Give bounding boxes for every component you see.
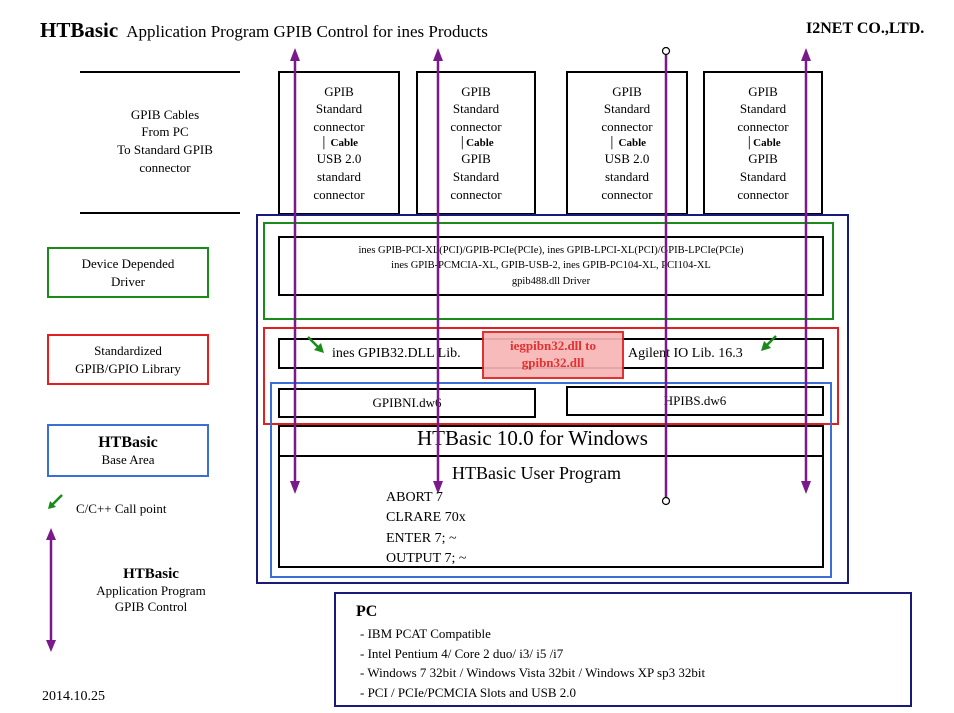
- legend-app-program: HTBasic Application Program GPIB Control: [76, 560, 226, 620]
- cables-line-1: GPIB Cables: [130, 106, 200, 122]
- legend-app-line-1: Application Program: [96, 582, 206, 598]
- legend-base-area-title: HTBasic: [98, 433, 158, 451]
- legend-std-library: Standardized GPIB/GPIO Library: [47, 334, 209, 385]
- date-label: 2014.10.25: [42, 689, 105, 704]
- connector-1-line-5: standard: [316, 168, 362, 184]
- htbasic-user-program-label: HTBasic User Program: [452, 463, 621, 483]
- legend-device-driver: Device Depended Driver: [47, 247, 209, 298]
- header-title: Application Program GPIB Control for ine…: [126, 22, 488, 41]
- htbasic-windows-label: HTBasic 10.0 for Windows: [417, 426, 648, 450]
- ines-lib-label: ines GPIB32.DLL Lib.: [332, 346, 461, 361]
- cable-top-line: [80, 71, 240, 73]
- pc-item-2: - Intel Pentium 4/ Core 2 duo/ i3/ i5 /i…: [360, 645, 564, 661]
- system-frame: [256, 214, 849, 584]
- pc-title: PC: [356, 603, 378, 620]
- legend-call-point-arrow: [46, 492, 66, 512]
- header-brand: HTBasic: [40, 18, 119, 42]
- arrow-col-2: [433, 48, 443, 494]
- cables-line-4: connector: [139, 159, 191, 175]
- agilent-lib-label: Agilent IO Lib. 16.3: [628, 346, 743, 361]
- legend-device-driver-line-1: Device Depended: [81, 255, 175, 271]
- header: HTBasic Application Program GPIB Control…: [40, 18, 600, 48]
- connector-4-line-2: Standard: [739, 101, 787, 117]
- program-line-3: ENTER 7; ~: [386, 530, 457, 546]
- connector-3-line-5: standard: [604, 168, 650, 184]
- legend-std-library-line-2: GPIB/GPIO Library: [75, 360, 181, 376]
- cable-bottom-line: [80, 212, 240, 214]
- legend-std-library-line-1: Standardized: [94, 342, 162, 358]
- legend-base-area-sub: Base Area: [101, 451, 155, 467]
- htbasic-divider: [278, 455, 824, 457]
- connector-4-line-4: GPIB: [748, 151, 778, 167]
- program-listing: ABORT 7 CLRARE 70x ENTER 7; ~ OUTPUT 7; …: [386, 488, 466, 569]
- connector-1-line-6: connector: [313, 186, 365, 202]
- cables-label: GPIB Cables From PC To Standard GPIB con…: [90, 96, 240, 186]
- connector-box-3: GPIB Standard connector │ Cable USB 2.0 …: [566, 71, 688, 215]
- program-line-2: CLRARE 70x: [386, 510, 466, 526]
- connector-4-line-1: GPIB: [748, 83, 778, 99]
- program-line-4: OUTPUT 7; ~: [386, 550, 467, 566]
- pc-item-1: - IBM PCAT Compatible: [360, 626, 491, 641]
- connector-2-line-1: GPIB: [461, 83, 491, 99]
- pc-item-4: - PCI / PCIe/PCMCIA Slots and USB 2.0: [360, 684, 576, 700]
- connector-2-line-6: connector: [450, 186, 502, 202]
- connector-1-line-4: USB 2.0: [316, 151, 362, 167]
- call-point-arrow-left: [307, 336, 324, 353]
- library-group: [263, 327, 839, 425]
- driver-line-1: ines GPIB-PCI-XL(PCI)/GPIB-PCIe(PCIe), i…: [358, 245, 744, 257]
- dll-rename-line-2: gpibn32.dll: [521, 355, 585, 370]
- driver-box: ines GPIB-PCI-XL(PCI)/GPIB-PCIe(PCIe), i…: [278, 236, 824, 296]
- cables-line-2: From PC: [141, 124, 189, 140]
- connector-2-cable: │Cable: [458, 136, 494, 149]
- legend-call-point-label: C/C++ Call point: [76, 501, 167, 516]
- arrow-col-4: [801, 48, 811, 494]
- legend-app-arrow: [46, 528, 56, 652]
- dll-rename-overlay: iegpibn32.dll to gpibn32.dll: [482, 331, 624, 379]
- cables-line-3: To Standard GPIB: [117, 142, 213, 157]
- connector-2-line-4: GPIB: [461, 151, 491, 167]
- connector-4-line-3: connector: [737, 119, 789, 135]
- connector-3-line-1: GPIB: [612, 83, 642, 99]
- connector-4-line-5: Standard: [739, 168, 787, 184]
- hpibs-dw6-box: HPIBS.dw6: [566, 386, 824, 416]
- connector-4-line-6: connector: [737, 186, 789, 202]
- connector-3-line-2: Standard: [603, 101, 651, 117]
- legend-device-driver-line-2: Driver: [111, 273, 145, 289]
- connector-3-line-3: connector: [601, 119, 653, 135]
- gpibni-dw6-label: GPIBNI.dw6: [372, 395, 442, 411]
- connector-box-2: GPIB Standard connector │Cable GPIB Stan…: [416, 71, 536, 215]
- connector-4-cable: │Cable: [745, 136, 781, 149]
- connector-1-line-3: connector: [313, 119, 365, 135]
- connector-2-line-2: Standard: [452, 101, 500, 117]
- connector-3-cable: │ Cable: [607, 136, 647, 149]
- call-point-arrow-right: [761, 335, 777, 351]
- connector-3-line-6: connector: [601, 186, 653, 202]
- arrow-col-1: [290, 48, 300, 494]
- program-line-1: ABORT 7: [386, 490, 443, 505]
- base-area-group: [270, 382, 832, 578]
- connector-2-line-5: Standard: [452, 168, 500, 184]
- connector-box-1: GPIB Standard connector │ Cable USB 2.0 …: [278, 71, 400, 215]
- arrow-col-3: [661, 46, 671, 506]
- hpibs-dw6-label: HPIBS.dw6: [663, 393, 727, 409]
- connector-2-line-3: connector: [450, 119, 502, 135]
- connector-3-line-4: USB 2.0: [604, 151, 650, 167]
- gpibni-dw6-box: GPIBNI.dw6: [278, 388, 536, 418]
- legend-app-line-2: GPIB Control: [114, 598, 188, 614]
- connector-1-line-2: Standard: [315, 101, 363, 117]
- legend-base-area: HTBasic Base Area: [47, 424, 209, 477]
- driver-line-3: gpib488.dll Driver: [511, 275, 591, 287]
- connector-box-4: GPIB Standard connector │Cable GPIB Stan…: [703, 71, 823, 215]
- pc-box: PC - IBM PCAT Compatible - Intel Pentium…: [334, 592, 912, 707]
- driver-group: [263, 222, 834, 320]
- connector-1-cable: │ Cable: [319, 136, 359, 149]
- connector-1-line-1: GPIB: [324, 83, 354, 99]
- driver-line-2: ines GPIB-PCMCIA-XL, GPIB-USB-2, ines GP…: [391, 260, 711, 272]
- pc-item-3: - Windows 7 32bit / Windows Vista 32bit …: [360, 665, 706, 680]
- legend-app-title: HTBasic: [123, 565, 179, 582]
- dll-rename-line-1: iegpibn32.dll to: [510, 338, 596, 354]
- htbasic-windows-box: [278, 425, 824, 568]
- company-name: I2NET CO.,LTD.: [806, 20, 925, 37]
